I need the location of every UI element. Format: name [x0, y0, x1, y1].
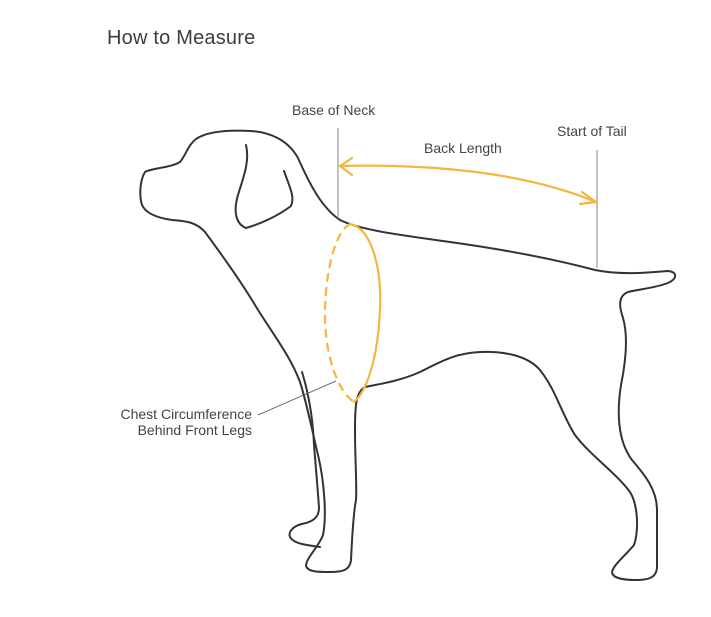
chest-ellipse-front: [348, 222, 382, 404]
back-length-label: Back Length: [424, 140, 502, 156]
back-length-curve: [338, 164, 598, 204]
base-of-neck-label: Base of Neck: [292, 102, 376, 118]
chest-label-line2: Behind Front Legs: [137, 422, 252, 438]
arrowhead-right-icon: [578, 190, 598, 206]
chest-ellipse-back-dashed: [323, 222, 356, 404]
dog-far-leg-outline: [288, 371, 321, 548]
arrowhead-left-icon: [338, 156, 354, 177]
chest-label-line1: Chest Circumference: [120, 406, 253, 422]
dog-ear-outline: [234, 144, 294, 229]
start-of-tail-label: Start of Tail: [557, 123, 627, 139]
back-length-arrow: [338, 156, 598, 206]
chest-leader-line: [257, 380, 337, 416]
chest-circumference-label: Chest Circumference Behind Front Legs: [106, 406, 253, 438]
dog-body-outline: [139, 129, 677, 581]
page-title: How to Measure: [107, 27, 256, 49]
